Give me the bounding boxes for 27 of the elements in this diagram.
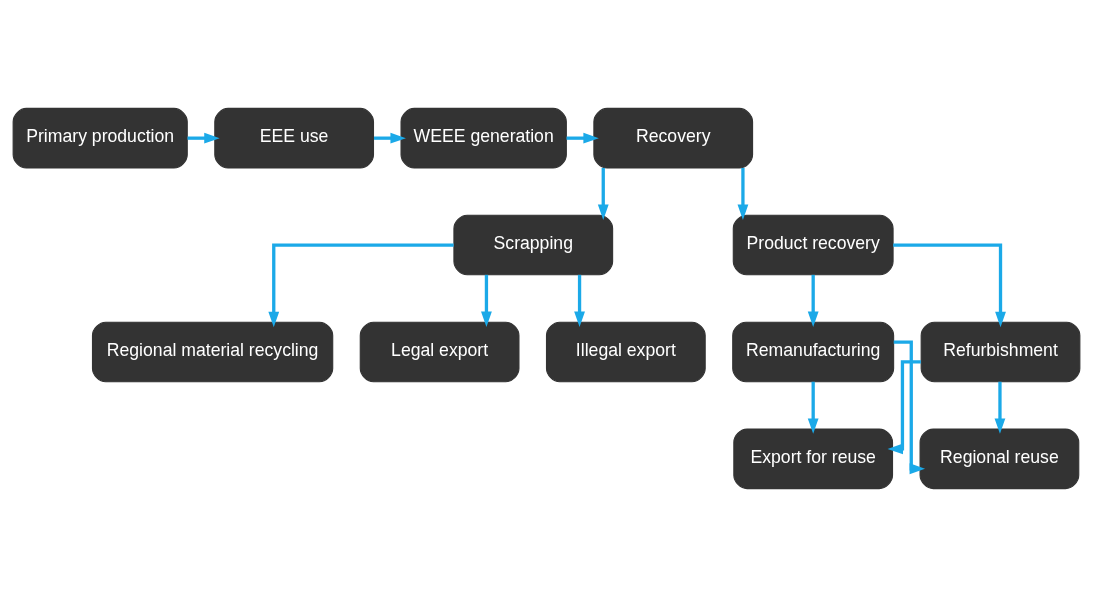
arrow [574,274,585,327]
node-box: Refurbishment [920,321,1081,383]
arrow [893,243,1006,328]
arrow [893,340,926,475]
arrow [373,132,406,144]
arrow [566,132,599,144]
node-box: Scrapping [453,214,614,276]
node-box: Legal export [359,321,520,383]
arrow [994,381,1006,434]
node-box: WEEE generation [400,107,567,169]
node-box: Recovery [593,107,754,169]
node-box: Illegal export [545,321,706,383]
arrow [268,243,454,328]
arrow [807,274,819,327]
arrow [887,360,921,455]
arrow [807,381,819,434]
arrow [597,167,609,221]
node-box: Primary production [12,107,188,169]
arrow [187,132,220,144]
node-box: Remanufacturing [732,321,895,383]
node-box: Export for reuse [733,428,894,490]
arrow [481,274,492,327]
node-box: Regional reuse [919,428,1080,490]
node-box: Product recovery [732,214,894,276]
node-box: EEE use [214,107,375,169]
node-box: Regional material recycling [91,321,334,383]
arrow [737,167,749,221]
